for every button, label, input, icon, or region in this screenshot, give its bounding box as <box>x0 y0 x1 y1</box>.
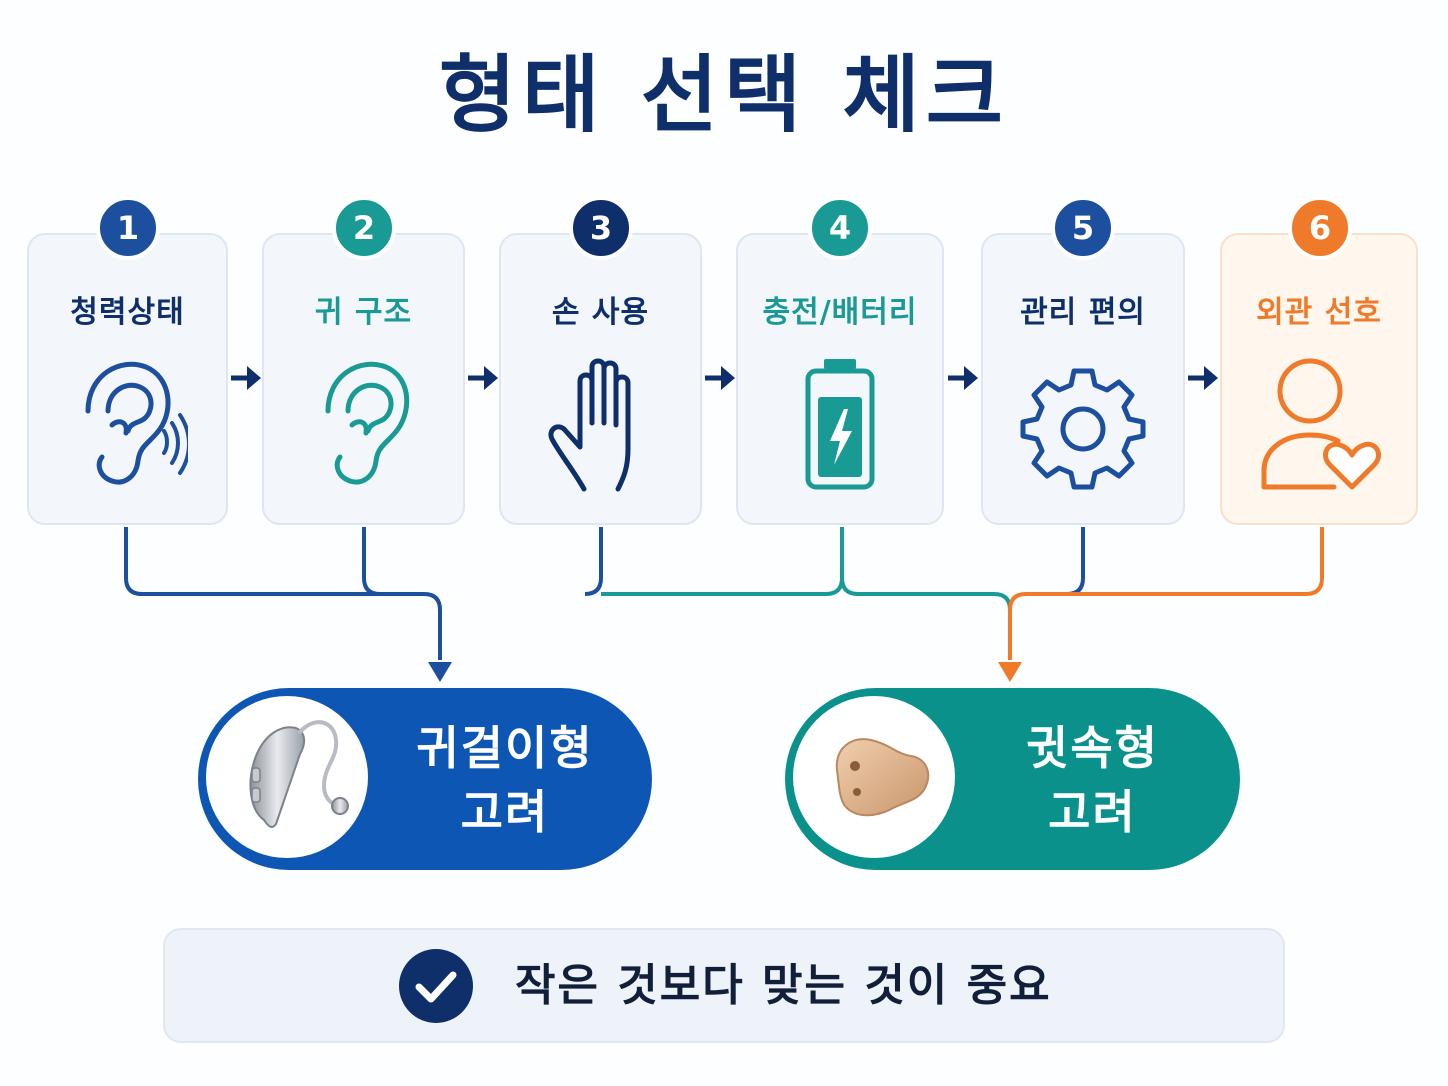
step-card-appearance[interactable]: 외관 선호 <box>1220 233 1418 525</box>
page-title: 형태 선택 체크 <box>438 46 1010 144</box>
step-card-hand-use[interactable]: 손 사용 <box>499 233 702 525</box>
result-line-2: 고려 <box>1048 785 1137 839</box>
connector-lines <box>124 527 1324 682</box>
ear-icon <box>314 353 414 497</box>
gear-icon <box>1018 353 1148 497</box>
step-label: 외관 선호 <box>1256 295 1382 330</box>
behind-the-ear-hearing-aid-icon <box>206 696 368 858</box>
step-number-badge: 6 <box>1288 196 1352 260</box>
result-line-2: 고려 <box>460 785 550 839</box>
arrow-right-icon <box>468 366 498 390</box>
step-card-ear-structure[interactable]: 귀 구조 <box>262 233 465 525</box>
step-number-badge: 3 <box>569 196 633 260</box>
result-behind-the-ear[interactable]: 귀걸이형 고려 <box>198 688 652 870</box>
person-heart-icon <box>1254 353 1384 497</box>
battery-charging-icon <box>800 353 880 497</box>
arrow-right-icon <box>231 366 261 390</box>
in-the-ear-hearing-aid-icon <box>793 696 955 858</box>
step-card-maintenance[interactable]: 관리 편의 <box>981 233 1185 525</box>
result-label: 귀걸이형 고려 <box>378 716 632 844</box>
result-in-the-ear[interactable]: 귓속형 고려 <box>785 688 1240 870</box>
step-card-hearing[interactable]: 청력상태 <box>27 233 228 525</box>
arrow-right-icon <box>705 366 735 390</box>
ear-with-sound-icon <box>68 353 191 497</box>
arrow-right-icon <box>1188 366 1218 390</box>
step-number-badge: 1 <box>96 196 160 260</box>
banner-text: 작은 것보다 맞는 것이 중요 <box>515 960 1052 1011</box>
step-number-badge: 2 <box>332 196 396 260</box>
step-label: 관리 편의 <box>1020 295 1146 330</box>
step-card-battery[interactable]: 충전/배터리 <box>736 233 944 525</box>
result-line-1: 귓속형 <box>1026 721 1159 775</box>
step-label: 청력상태 <box>70 295 185 330</box>
step-number-badge: 4 <box>808 196 872 260</box>
check-circle-icon <box>399 949 473 1023</box>
step-number-badge: 5 <box>1051 196 1115 260</box>
step-label: 충전/배터리 <box>762 295 918 330</box>
step-label: 귀 구조 <box>314 295 413 330</box>
result-label: 귓속형 고려 <box>965 716 1220 844</box>
hand-icon <box>546 353 656 497</box>
summary-banner: 작은 것보다 맞는 것이 중요 <box>163 928 1285 1043</box>
step-label: 손 사용 <box>551 295 650 330</box>
result-line-1: 귀걸이형 <box>416 721 594 775</box>
arrow-right-icon <box>948 366 978 390</box>
